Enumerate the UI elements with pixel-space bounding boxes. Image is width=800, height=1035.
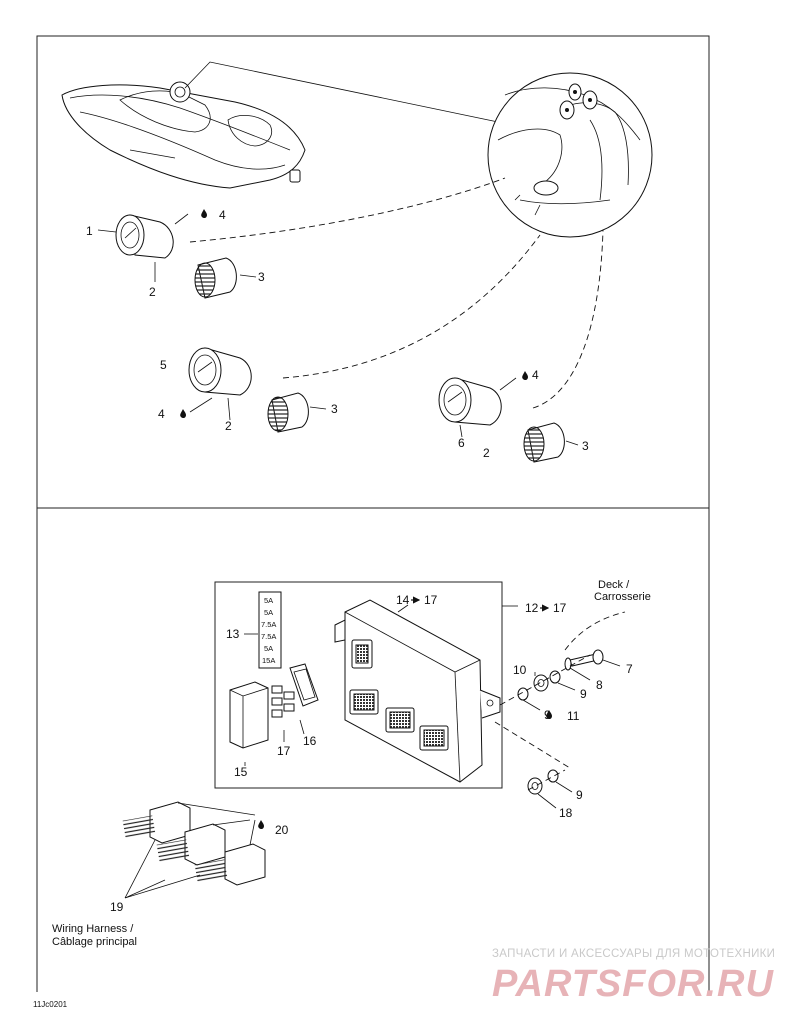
boat-illustration	[61, 81, 306, 189]
nut-top-3	[523, 422, 565, 463]
callout: 1	[86, 224, 93, 238]
leader-boat-to-detail	[184, 61, 499, 123]
deck-leader	[564, 611, 626, 651]
deck-note-line1: Deck /	[598, 579, 630, 591]
connector-1	[122, 801, 191, 844]
callout: 4	[158, 407, 165, 421]
callout: 18	[559, 806, 573, 820]
callout: 4	[219, 208, 226, 222]
callout: 14	[396, 593, 410, 607]
fuse-rating: 5A	[264, 644, 273, 653]
callout: 2	[225, 419, 232, 433]
axis-line	[499, 654, 591, 706]
callout: 9	[544, 708, 551, 722]
connector-2	[156, 823, 226, 866]
bottom-panel-frame	[36, 508, 710, 992]
axis-line	[494, 721, 571, 769]
route-line-2	[282, 234, 541, 379]
gauge-5	[188, 347, 252, 396]
callout: 3	[331, 402, 338, 416]
callout: 8	[596, 678, 603, 692]
nut-top-2	[267, 392, 309, 433]
callout: 3	[258, 270, 265, 284]
callout: 16	[303, 734, 317, 748]
harness-note-line1: Wiring Harness /	[52, 923, 134, 935]
callout: 11	[567, 709, 580, 723]
drop-icon	[201, 209, 207, 219]
drop-icon	[180, 409, 186, 419]
fuses	[271, 685, 295, 718]
callout: 20	[275, 823, 289, 837]
washer-9a	[549, 670, 561, 684]
callout: 2	[483, 446, 490, 460]
callout: 9	[576, 788, 583, 802]
fuse-rating: 7.5A	[261, 620, 276, 629]
deck-note-line2: Carrosserie	[594, 591, 651, 603]
axis-line	[527, 769, 566, 791]
drop-icon	[258, 820, 264, 830]
callout: 12	[525, 601, 539, 615]
gauge-1	[115, 214, 174, 259]
fuse-rating: 5A	[264, 596, 273, 605]
washer-8	[564, 657, 572, 671]
watermark-logo: PARTSFOR.RU	[492, 963, 774, 1005]
callout: 15	[234, 765, 248, 779]
route-line-1	[189, 177, 506, 243]
ecm-group-box	[214, 581, 503, 789]
fuse-list: 5A 5A 7.5A 7.5A 5A 15A	[258, 591, 282, 669]
nut-top-1	[194, 257, 237, 299]
callout: 19	[110, 900, 124, 914]
top-panel-frame	[36, 35, 710, 509]
harness-note-line2: Câblage principal	[52, 936, 137, 948]
callout: 4	[532, 368, 539, 382]
fuse-rating: 15A	[262, 656, 275, 665]
watermark-tagline: ЗАПЧАСТИ И АКСЕССУАРЫ ДЛЯ МОТОТЕХНИКИ	[492, 948, 775, 960]
callout: 5	[160, 358, 167, 372]
nut-18	[527, 777, 543, 795]
callout: 17	[424, 593, 438, 607]
callout: 6	[458, 436, 465, 450]
nut-10	[533, 674, 549, 692]
fuse-rating: 5A	[264, 608, 273, 617]
callout: 3	[582, 439, 589, 453]
callout: 10	[513, 663, 527, 677]
callout: 13	[226, 627, 240, 641]
detail-circle	[487, 72, 653, 238]
callout: 17	[277, 744, 291, 758]
drop-icon	[522, 371, 528, 381]
drop-icon	[546, 710, 552, 720]
callout: 2	[149, 285, 156, 299]
gauge-6	[438, 377, 502, 426]
connector-3	[194, 843, 266, 886]
callout: 17	[553, 601, 567, 615]
callout: 7	[626, 662, 633, 676]
relay	[289, 663, 319, 707]
fuse-rating: 7.5A	[261, 632, 276, 641]
ecm-module	[334, 599, 501, 783]
image-code: 11Jc0201	[33, 1000, 68, 1009]
washer-9c	[547, 769, 559, 783]
callout: 9	[580, 687, 587, 701]
fuse-box	[229, 681, 269, 749]
route-line-3	[532, 229, 604, 409]
